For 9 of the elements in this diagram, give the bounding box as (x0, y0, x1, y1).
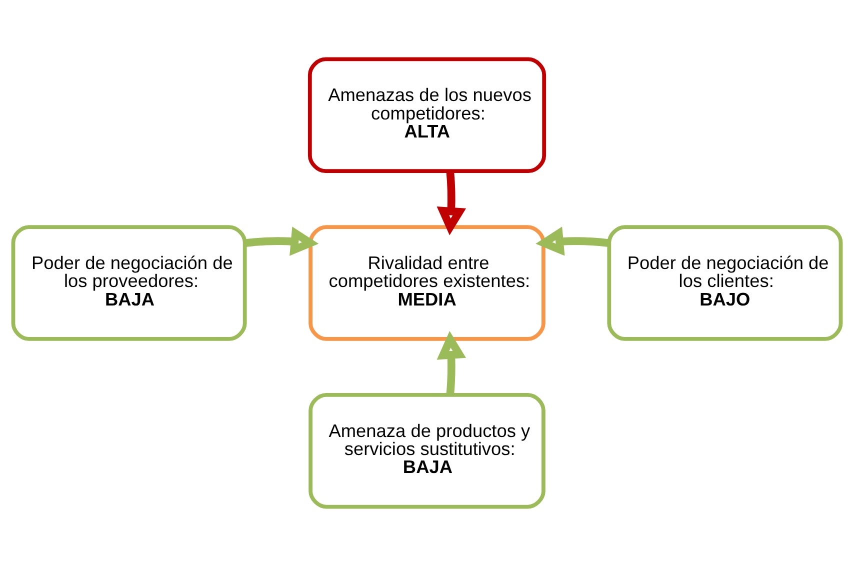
node-box: Amenaza de productos y servicios sustitutivos: BAJA (308, 392, 546, 509)
node-box: Poder de negociación de los clientes: BAJO (607, 225, 843, 341)
node-box: Rivalidad entre competidores existentes: MEDIA (308, 225, 546, 341)
node-box: Amenazas de los nuevos competidores: ALTA (308, 57, 546, 174)
arrow (436, 330, 466, 396)
arrow (436, 171, 466, 236)
arrow (244, 226, 319, 256)
node-box: Poder de negociación de los proveedores: BAJA (11, 225, 247, 341)
arrow (536, 226, 610, 256)
